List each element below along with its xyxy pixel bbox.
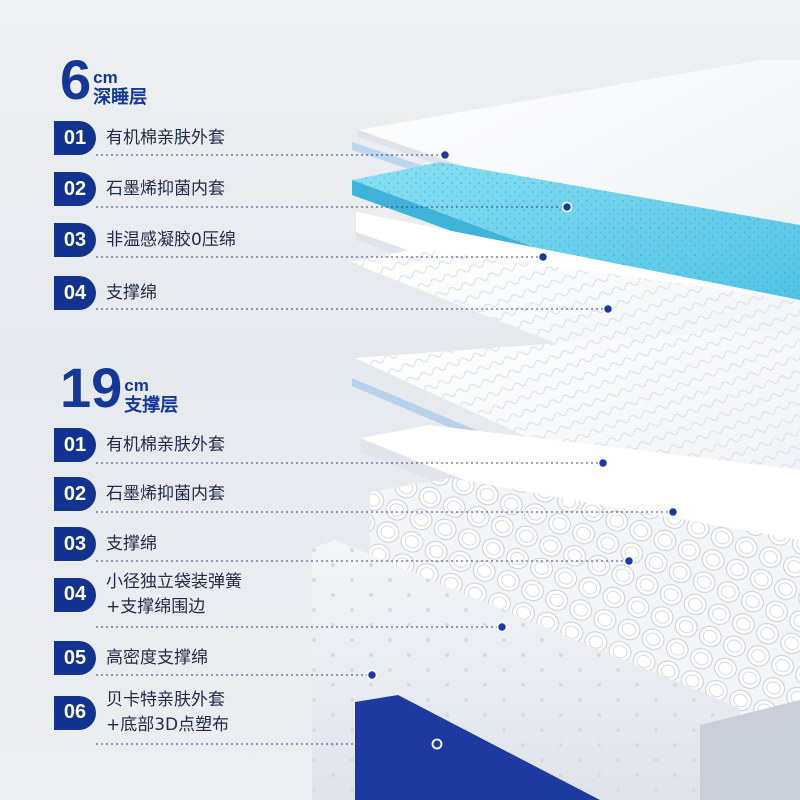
item-label: 支撑绵	[106, 282, 157, 303]
leader-dot	[431, 738, 443, 750]
support-unit: cm	[124, 376, 149, 396]
comfort-item-04: 04 支撑绵	[54, 276, 157, 310]
item-number-badge: 06	[54, 695, 96, 730]
comfort-item-01: 01 有机棉亲肤外套	[54, 121, 225, 155]
leader-dot	[667, 506, 679, 518]
item-label: 石墨烯抑菌内套	[106, 483, 225, 504]
item-label-line2: +支撑绵围边	[106, 596, 206, 617]
comfort-layer-heading: 6 cm 深睡层	[60, 52, 147, 108]
comfort-thickness: 6	[60, 48, 92, 111]
comfort-item-03: 03 非温感凝胶0压绵	[54, 223, 236, 257]
support-item-02: 02 石墨烯抑菌内套	[54, 477, 225, 511]
comfort-item-02: 02 石墨烯抑菌内套	[54, 172, 225, 206]
item-number-badge: 04	[54, 577, 96, 612]
support-item-03: 03 支撑绵	[54, 527, 157, 561]
item-label: 贝卡特亲肤外套	[106, 690, 225, 710]
item-number-badge: 04	[54, 276, 96, 310]
leader-dot	[496, 621, 508, 633]
leader-dot	[602, 303, 614, 315]
leader-dot	[597, 457, 609, 469]
leader-dot	[366, 669, 378, 681]
item-number-badge: 01	[54, 428, 96, 462]
leader-dot	[561, 201, 573, 213]
support-layer-heading: 19 cm 支撑层	[60, 360, 178, 416]
item-number-badge: 03	[54, 527, 96, 561]
item-label: 有机棉亲肤外套	[106, 127, 225, 148]
item-label: 支撑绵	[106, 533, 157, 554]
support-thickness: 19	[60, 356, 123, 419]
leader-dot	[623, 555, 635, 567]
leader-dot	[439, 149, 451, 161]
support-item-04: 04 小径独立袋装弹簧 +支撑绵围边	[54, 570, 242, 619]
comfort-layer-title: 深睡层	[93, 87, 148, 109]
item-number-badge: 05	[54, 641, 96, 675]
item-label: 高密度支撑绵	[106, 647, 208, 668]
item-label: 非温感凝胶0压绵	[106, 229, 236, 250]
item-number-badge: 02	[54, 477, 96, 511]
comfort-unit: cm	[93, 68, 118, 88]
leader-dot	[537, 251, 549, 263]
support-layer-title: 支撑层	[124, 395, 179, 417]
item-number-badge: 01	[54, 121, 96, 155]
item-label: 石墨烯抑菌内套	[106, 178, 225, 199]
item-label-line2: +底部3D点塑布	[106, 714, 230, 735]
item-label: 小径独立袋装弹簧	[106, 572, 242, 592]
support-item-05: 05 高密度支撑绵	[54, 641, 208, 675]
item-number-badge: 03	[54, 223, 96, 257]
support-item-01: 01 有机棉亲肤外套	[54, 428, 225, 462]
item-label: 有机棉亲肤外套	[106, 434, 225, 455]
support-item-06: 06 贝卡特亲肤外套 +底部3D点塑布	[54, 688, 229, 737]
item-number-badge: 02	[54, 172, 96, 206]
